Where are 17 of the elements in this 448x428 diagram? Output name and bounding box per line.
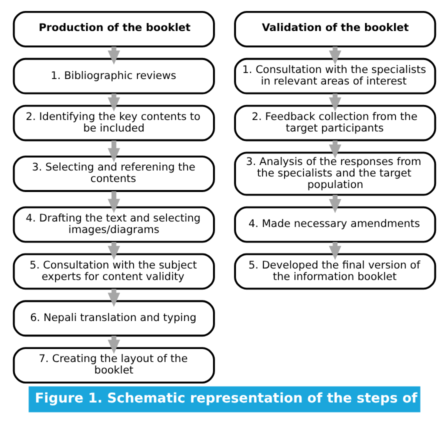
node-box: 5. Consultation with the subject experts for content validity <box>12 253 214 290</box>
node-box: 1. Bibliographic reviews <box>12 58 214 94</box>
node-box: 7. Creating the layout of the booklet <box>12 347 214 384</box>
node-box: 3. Analysis of the responses from the specialists and the target population <box>234 152 436 196</box>
node-box: 2. Identifying the key contents to be included <box>12 104 214 142</box>
node-box: 4. Drafting the text and selecting images/diagrams <box>12 206 214 243</box>
node-box: 6. Nepali translation and typing <box>12 300 214 337</box>
node-box: Validation of the booklet <box>234 11 436 48</box>
node-box: 4. Made necessary amendments <box>234 206 436 243</box>
arrow <box>107 191 120 214</box>
node-box: 3. Selecting and referening the contents <box>12 156 214 192</box>
node-box: Production of the booklet <box>12 11 214 48</box>
caption: Figure 1. Schematic representation of the steps of <box>34 391 417 406</box>
node-box: 1. Consultation with the specialists in relevant areas of interest <box>234 58 436 94</box>
node-box: 5. Developed the final version of the information booklet <box>234 253 436 290</box>
arrow <box>107 140 120 162</box>
node-box: 2. Feedback collection from the target participants <box>234 104 436 142</box>
